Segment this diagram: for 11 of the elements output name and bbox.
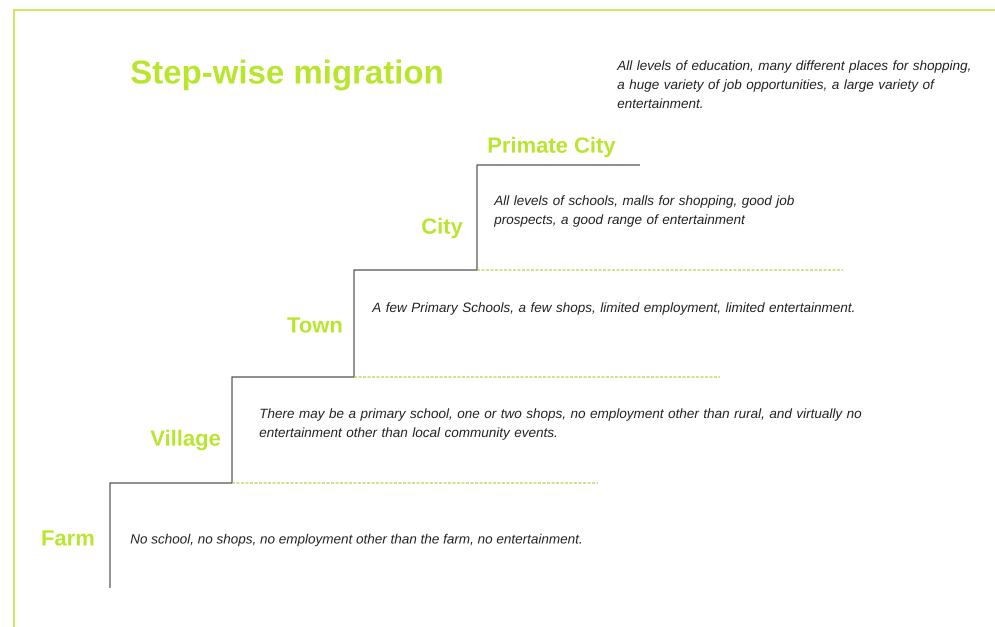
description-text: No school, no shops, no employment other than the farm, no entertainment. bbox=[130, 534, 581, 546]
step-label: Farm bbox=[42, 530, 94, 546]
description-text: All levels of education, many different places for shopping, a huge variety of job opportunities, a large variety of entertainment. bbox=[616, 60, 970, 108]
step-label: Village bbox=[150, 430, 220, 450]
description-text: All levels of schools, malls for shopping, good job prospects, a good range of entertainment bbox=[494, 195, 794, 227]
step-label: City bbox=[422, 218, 463, 238]
title: Step-wise migration bbox=[131, 60, 442, 90]
description-text: A few Primary Schools, a few shops, limited employment, limited entertainment. bbox=[372, 302, 854, 315]
description-text: There may be a primary school, one or two shops, no employment other than rural, and virtually no entertainment other than local community events. bbox=[260, 408, 862, 440]
step-label: Town bbox=[287, 317, 342, 333]
step-label: Primate City bbox=[488, 136, 616, 158]
